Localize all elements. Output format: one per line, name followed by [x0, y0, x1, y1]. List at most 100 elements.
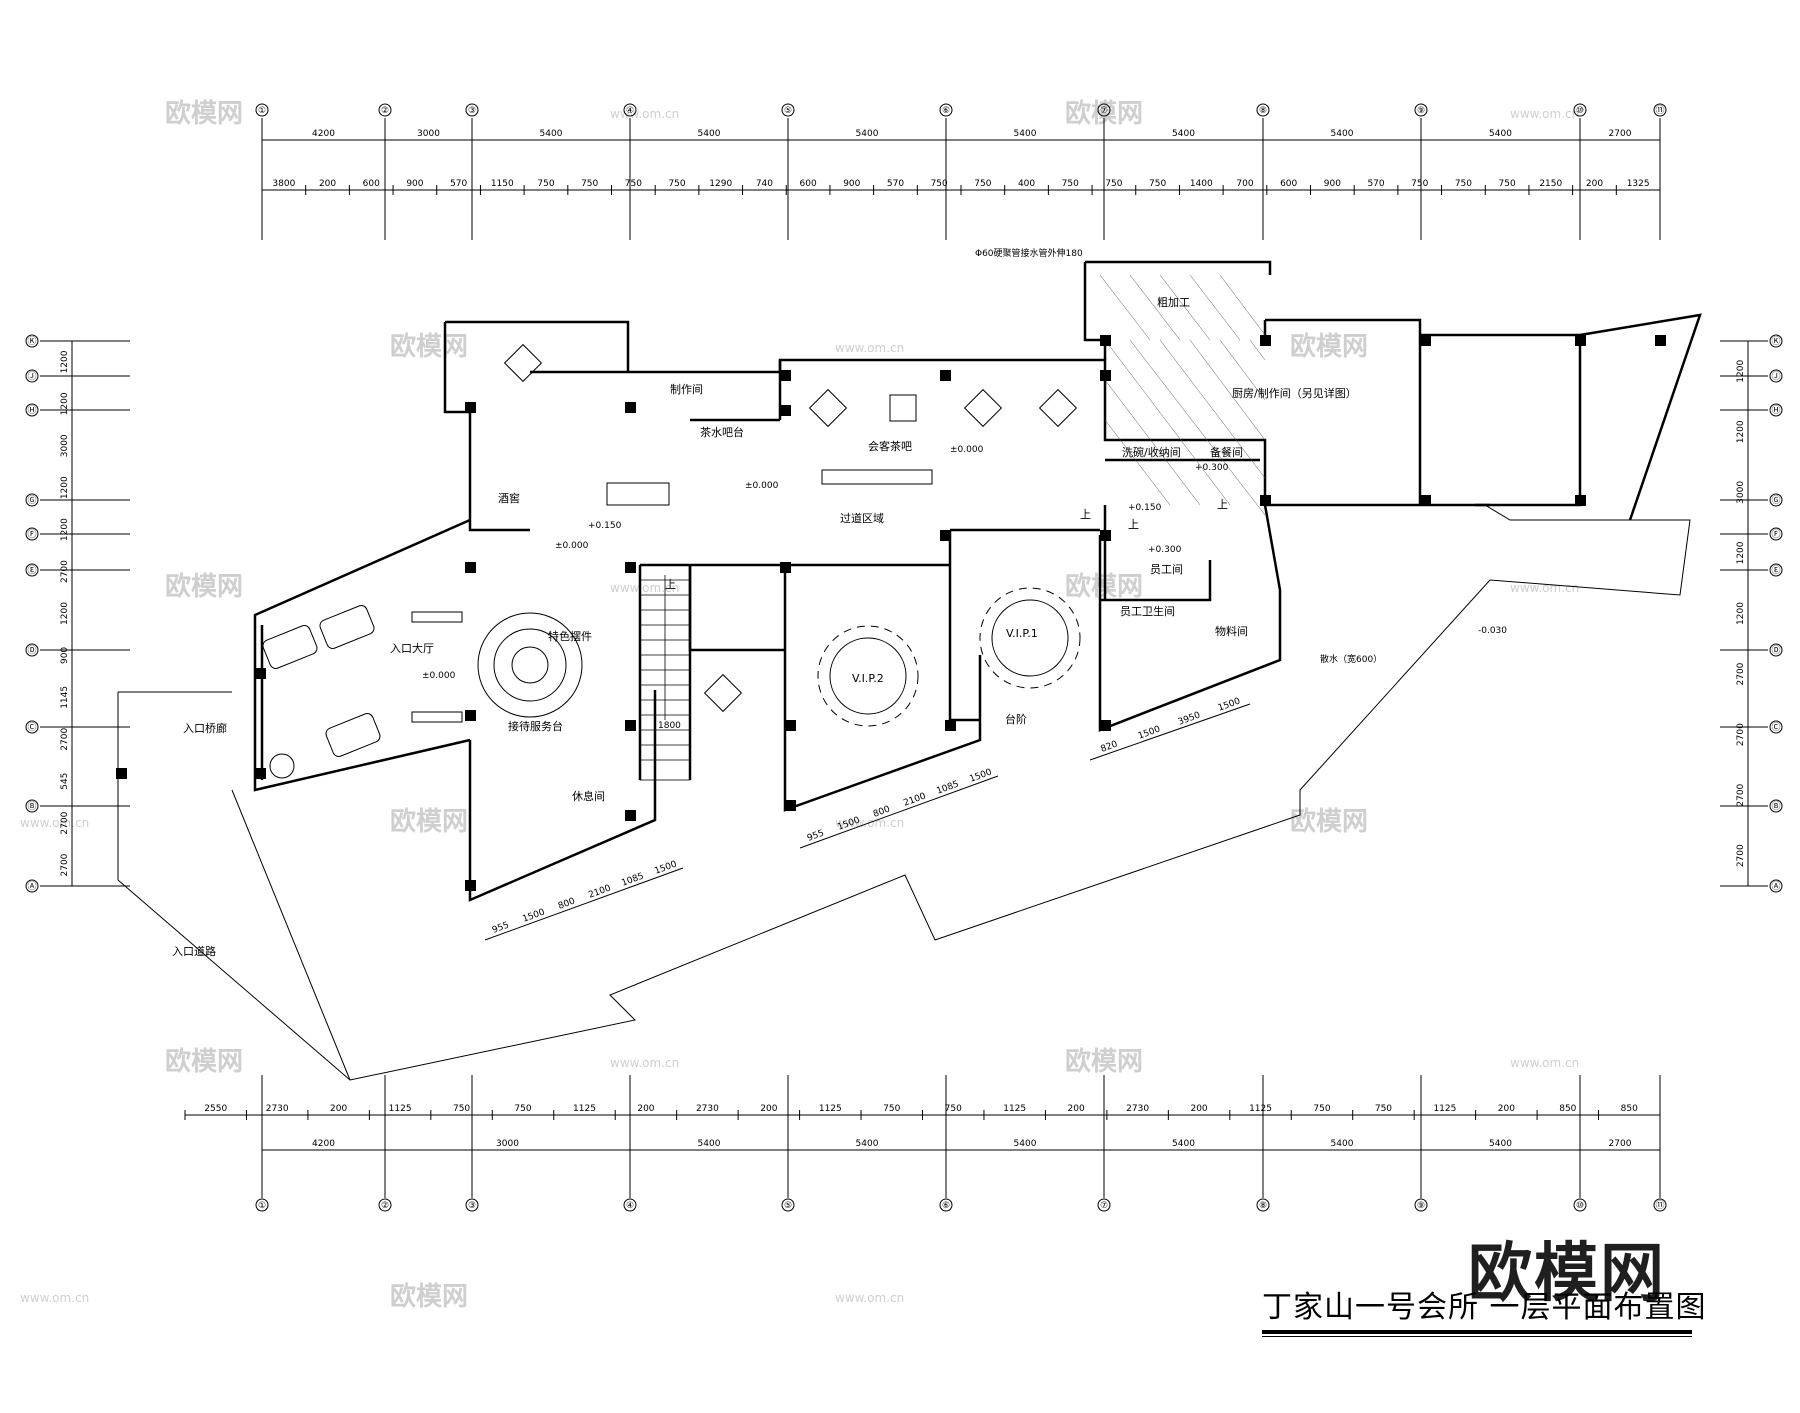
dimension-text: 2700 — [60, 853, 70, 876]
dimension-text: 750 — [1411, 179, 1428, 189]
dimension-text: 3800 — [272, 179, 295, 189]
room-label: 洗碗/收纳间 — [1122, 445, 1181, 459]
watermark-text: 欧模网 — [165, 98, 243, 129]
dimension-text: 2700 — [1609, 129, 1632, 139]
dimension-text: 1200 — [1736, 360, 1746, 383]
dimension-text: 1125 — [1249, 1104, 1272, 1114]
dimension-text: 1200 — [60, 476, 70, 499]
room-label: 员工卫生间 — [1120, 604, 1175, 618]
site-outline — [117, 504, 1691, 1081]
room-label: 酒窖 — [498, 491, 520, 505]
dimension-text: 2700 — [1736, 662, 1746, 685]
axis-bubble — [25, 879, 39, 893]
stair-mark: 上 — [665, 578, 676, 591]
axis-bubble-label: ① — [258, 106, 266, 116]
watermark-url: www.om.cn — [20, 816, 89, 830]
axis-bubble — [1769, 403, 1783, 417]
dimension-text: 2700 — [1736, 723, 1746, 746]
axis-bubble-label: Ⓙ — [1771, 371, 1780, 382]
level-mark: ±0.000 — [745, 481, 779, 491]
axis-bubble — [781, 103, 795, 117]
axis-bubble — [1769, 643, 1783, 657]
watermark-url: www.om.cn — [20, 1291, 89, 1305]
axis-bubble-label: Ⓒ — [1771, 722, 1780, 733]
dimension-text: 5400 — [1489, 129, 1512, 139]
axis-bubble-label: Ⓚ — [1771, 336, 1780, 347]
axis-bubble-label: Ⓑ — [1771, 801, 1780, 812]
dimension-text: 2150 — [1539, 179, 1562, 189]
dimension-text: 200 — [1190, 1104, 1207, 1114]
dimension-text: 750 — [625, 179, 642, 189]
watermark-url: www.om.cn — [1510, 1056, 1579, 1070]
axis-bubble — [1414, 1198, 1428, 1212]
dimension-text: 200 — [330, 1104, 347, 1114]
dimension-text: 600 — [1280, 179, 1297, 189]
title-underline — [1262, 1330, 1692, 1337]
axis-bubble — [465, 103, 479, 117]
pipe-note: Φ60硬聚管接水管外伸180 — [975, 247, 1083, 259]
level-mark: +0.150 — [588, 521, 622, 531]
room-label: 休息间 — [572, 789, 605, 803]
axis-bubble — [25, 643, 39, 657]
dimension-text: 2730 — [696, 1104, 719, 1114]
axis-bubble-label: Ⓖ — [27, 495, 36, 506]
room-label: V.I.P.1 — [1006, 627, 1038, 640]
axis-bubble — [1097, 103, 1111, 117]
lounge-tables — [503, 343, 1078, 713]
dimension-text: 820 — [1100, 739, 1120, 754]
stair-width: 1800 — [658, 721, 681, 731]
axis-bubble — [465, 1198, 479, 1212]
room-label: 厨房/制作间（另见详图） — [1232, 386, 1357, 400]
axis-bubble — [1414, 103, 1428, 117]
watermark-text: 欧模网 — [165, 1046, 243, 1077]
axis-bubble — [1769, 334, 1783, 348]
dimension-text: 1200 — [60, 602, 70, 625]
dimension-text: 1200 — [1736, 541, 1746, 564]
dimension-text: 1125 — [573, 1104, 596, 1114]
dimension-text: 750 — [931, 179, 948, 189]
room-label: 入口大厅 — [390, 641, 434, 655]
axis-bubble-label: Ⓕ — [1771, 529, 1780, 540]
axis-bubble-label: ③ — [468, 106, 476, 116]
axis-bubble — [1769, 879, 1783, 893]
axis-bubble-label: ② — [381, 106, 389, 116]
dimension-text: 1200 — [60, 392, 70, 415]
room-label: 物料间 — [1215, 624, 1248, 638]
axis-bubble — [378, 1198, 392, 1212]
dimension-text: 5400 — [1331, 1139, 1354, 1149]
axis-bubble-label: Ⓔ — [27, 565, 36, 576]
dimension-text: 5400 — [540, 129, 563, 139]
watermark-url: www.om.cn — [1510, 107, 1579, 121]
axis-bubble — [1573, 103, 1587, 117]
room-label: V.I.P.2 — [852, 672, 884, 685]
dimension-text: 750 — [581, 179, 598, 189]
watermark-text: 欧模网 — [390, 1281, 468, 1312]
axis-bubble — [939, 103, 953, 117]
axis-bubble — [25, 563, 39, 577]
dimension-text: 2700 — [1736, 783, 1746, 806]
room-label: 粗加工 — [1157, 296, 1190, 309]
dimension-line — [484, 867, 684, 941]
room-label: 接待服务台 — [508, 719, 563, 733]
axis-bubble-label: ⑥ — [942, 106, 950, 116]
room-label: 制作间 — [670, 383, 703, 396]
dimension-text: 2700 — [60, 560, 70, 583]
axis-bubble-label: ⑨ — [1417, 1201, 1425, 1211]
axis-bubble — [25, 403, 39, 417]
dimension-text: 1200 — [60, 518, 70, 541]
axis-bubble-label: ⑪ — [1655, 105, 1664, 116]
axis-bubble — [1769, 799, 1783, 813]
axis-bubble-label: ④ — [626, 106, 634, 116]
vip-tables — [477, 587, 1081, 727]
structural-columns — [116, 335, 1666, 891]
axis-bubble — [1769, 527, 1783, 541]
dimension-text: 200 — [1586, 179, 1603, 189]
axis-bubble — [25, 369, 39, 383]
dimension-text: 1145 — [60, 686, 70, 709]
watermark-text: 欧模网 — [390, 331, 468, 362]
level-mark: +0.300 — [1148, 545, 1182, 555]
dimension-text: 750 — [668, 179, 685, 189]
watermark-url: www.om.cn — [610, 581, 679, 595]
dimension-text: 955 — [806, 828, 826, 843]
